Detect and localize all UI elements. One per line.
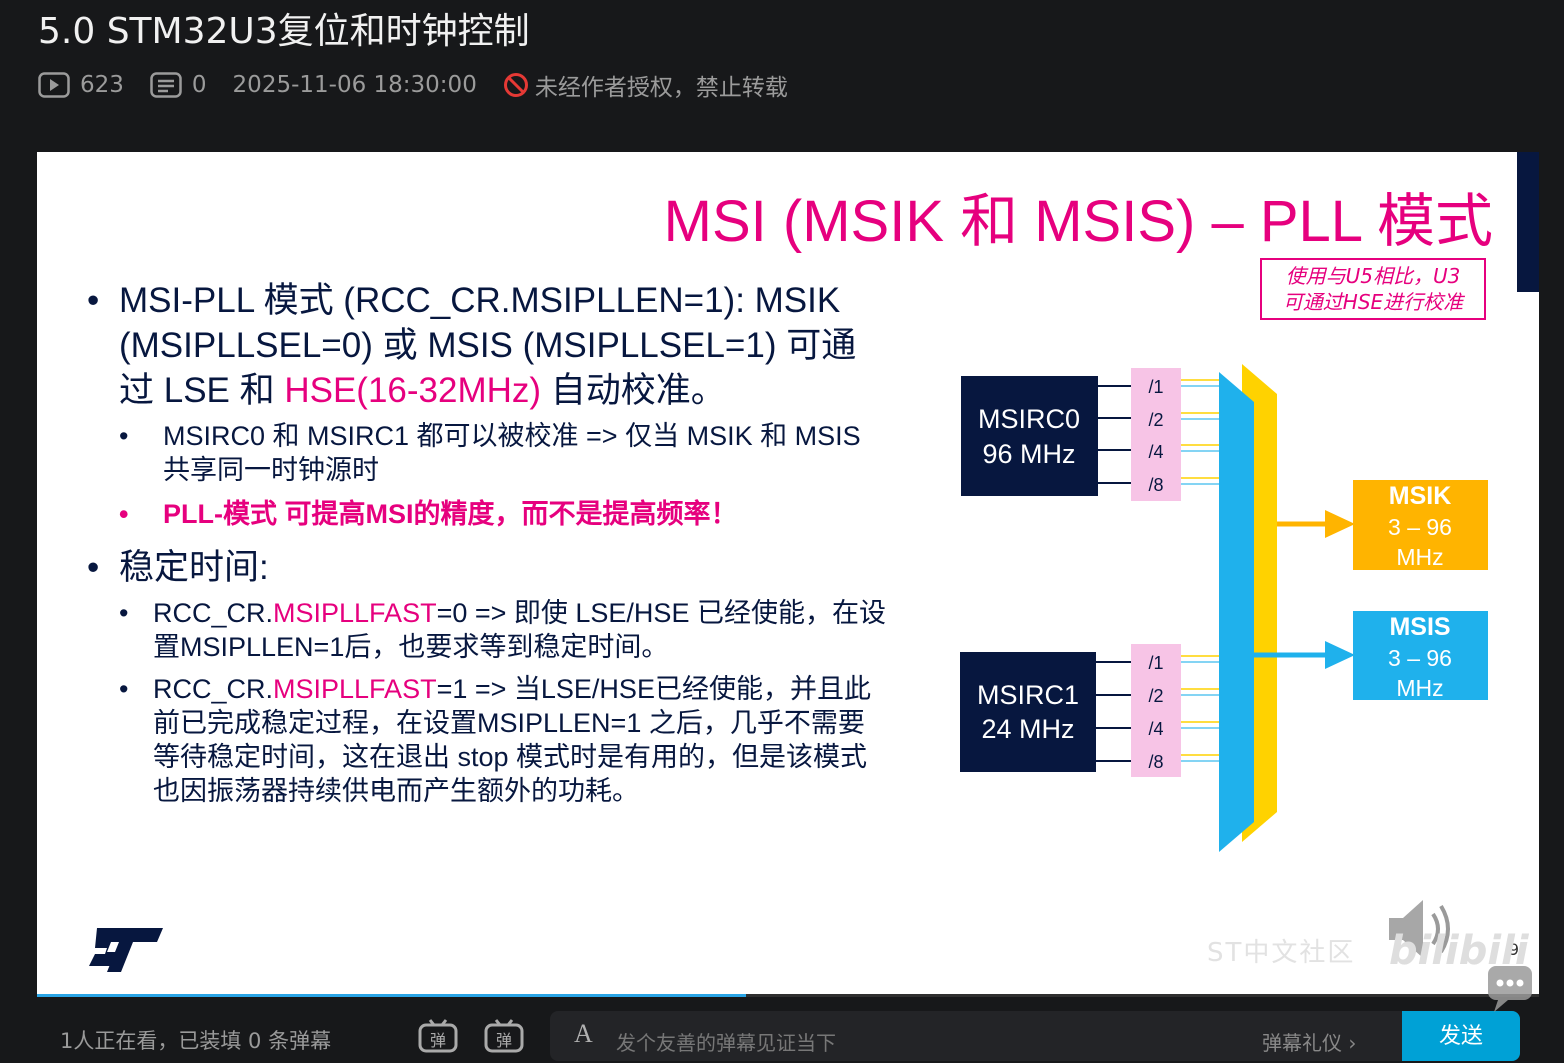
msirc0-freq: 96 MHz xyxy=(982,439,1075,469)
danmaku-toggle-label: 弹 xyxy=(430,1031,446,1050)
fast0-pre: RCC_CR. xyxy=(153,598,274,628)
slide-page-number: 9 xyxy=(1508,940,1519,959)
progress-bar[interactable] xyxy=(37,994,1539,997)
danmaku-count: 0 xyxy=(150,72,207,98)
progress-fill xyxy=(37,994,746,997)
slide-note-line-1: 使用与U5相比，U3 xyxy=(1285,264,1461,288)
div-bot-1: /1 xyxy=(1148,653,1163,673)
bullet-msi-pll: MSI-PLL 模式 (RCC_CR.MSIPLLEN=1): MSIK (MS… xyxy=(87,278,887,413)
video-title: 5.0 STM32U3复位和时钟控制 xyxy=(38,11,530,52)
div-bot-4: /4 xyxy=(1148,719,1163,739)
danmaku-input[interactable]: A 发个友善的弹幕见证当下 弹幕礼仪 › 发送 xyxy=(550,1011,1520,1061)
danmaku-placeholder: 发个友善的弹幕见证当下 xyxy=(616,1031,836,1055)
msis-range: 3 – 96 xyxy=(1388,645,1452,671)
msi-pll-diagram: MSIRC0 96 MHz MSIRC1 24 MHz /1 /2 /4 /8 … xyxy=(960,364,1488,852)
video-frame[interactable]: MSI (MSIK 和 MSIS) – PLL 模式 使用与U5相比，U3 可通… xyxy=(37,152,1539,995)
sub-bullet-fast1: RCC_CR.MSIPLLFAST=1 => 当LSE/HSE已经使能，并且此前… xyxy=(87,672,887,808)
copyright-text: 未经作者授权，禁止转载 xyxy=(534,75,788,101)
msirc0-label: MSIRC0 xyxy=(978,404,1080,434)
div-top-1: /1 xyxy=(1148,377,1163,397)
video-meta: 623 0 2025-11-06 18:30:00 未经作者授权，禁止转载 xyxy=(38,68,814,102)
divider-block-bottom xyxy=(1131,644,1181,777)
divider-block-top xyxy=(1131,368,1181,501)
bullet-msi-pll-text: MSI-PLL 模式 (RCC_CR.MSIPLLEN=1): MSIK (MS… xyxy=(119,281,857,410)
fast1-pre: RCC_CR. xyxy=(153,674,274,704)
danmaku-toggle-icon[interactable]: 弹 xyxy=(418,1019,458,1053)
fast0-hl: MSIPLLFAST xyxy=(273,598,437,628)
publish-datetime: 2025-11-06 18:30:00 xyxy=(233,72,477,98)
slide-body: MSI-PLL 模式 (RCC_CR.MSIPLLEN=1): MSIK (MS… xyxy=(87,278,887,808)
fast1-hl: MSIPLLFAST xyxy=(273,674,437,704)
slide-accent-bar xyxy=(1517,152,1539,292)
fast1-post: =1 => 当LSE/HSE已经使能，并且此前已完成稳定过程，在设置MSIPLL… xyxy=(153,674,871,806)
play-count-value: 623 xyxy=(80,72,124,98)
div-bot-8: /8 xyxy=(1148,752,1163,772)
speaker-icon[interactable] xyxy=(1383,894,1463,964)
msirc1-block xyxy=(960,652,1096,772)
msirc0-block xyxy=(961,376,1098,496)
msik-label: MSIK xyxy=(1389,482,1452,510)
msik-unit: MHz xyxy=(1396,544,1443,570)
play-icon xyxy=(38,72,70,98)
danmaku-etiquette-link[interactable]: 弹幕礼仪 › xyxy=(1262,1031,1357,1055)
msis-label: MSIS xyxy=(1389,613,1450,641)
forbidden-icon xyxy=(503,73,528,97)
msirc1-label: MSIRC1 xyxy=(977,680,1079,710)
danmaku-settings-label: 弹 xyxy=(496,1031,512,1050)
hse-highlight: HSE(16-32MHz) xyxy=(284,371,542,410)
msis-block xyxy=(1353,611,1488,700)
danmaku-count-value: 0 xyxy=(191,72,207,98)
bullet-stable-time: 稳定时间: xyxy=(87,545,887,590)
player-bottom-bar: 1人正在看，已装填 0 条弹幕 弹 弹 A 发个友善的弹幕见证当下 弹幕礼仪 ›… xyxy=(0,997,1564,1061)
sub-bullet-emphasis: PLL-模式 可提高MSI的精度，而不是提高频率！ xyxy=(87,497,887,531)
msis-mux xyxy=(1219,372,1254,852)
msik-block xyxy=(1353,480,1488,570)
sub-bullet-msirc: MSIRC0 和 MSIRC1 都可以被校准 => 仅当 MSIK 和 MSIS… xyxy=(87,419,887,487)
font-style-icon[interactable]: A xyxy=(574,1019,593,1048)
slide-note: 使用与U5相比，U3 可通过HSE进行校准 xyxy=(1260,258,1486,320)
msirc1-freq: 24 MHz xyxy=(981,714,1074,744)
sub-bullet-fast0: RCC_CR.MSIPLLFAST=0 => 即使 LSE/HSE 已经使能，在… xyxy=(87,596,887,664)
msis-unit: MHz xyxy=(1396,675,1443,701)
msik-arrow xyxy=(1325,510,1355,538)
fast0-post: =0 => 即使 LSE/HSE 已经使能，在设置MSIPLLEN=1后，也要求… xyxy=(153,598,886,662)
danmaku-settings-icon[interactable]: 弹 xyxy=(484,1019,524,1053)
watermark-text: ST中文社区 xyxy=(1207,938,1356,968)
msis-arrow xyxy=(1325,641,1355,669)
send-button[interactable]: 发送 xyxy=(1402,1011,1520,1061)
div-top-4: /4 xyxy=(1148,442,1163,462)
play-count: 623 xyxy=(38,72,124,98)
viewer-status: 1人正在看，已装填 0 条弹幕 xyxy=(60,1029,332,1053)
copyright-notice: 未经作者授权，禁止转载 xyxy=(503,68,788,102)
publish-datetime-text: 2025-11-06 18:30:00 xyxy=(232,72,477,98)
msik-range: 3 – 96 xyxy=(1388,514,1452,540)
st-logo xyxy=(89,928,163,972)
div-top-8: /8 xyxy=(1148,475,1163,495)
chat-bubble-icon[interactable] xyxy=(1482,960,1538,1016)
div-bot-2: /2 xyxy=(1148,686,1163,706)
bullet-msi-pll-tail: 自动校准。 xyxy=(541,371,726,410)
div-top-2: /2 xyxy=(1148,410,1163,430)
danmaku-icon xyxy=(150,72,182,98)
slide-note-line-2: 可通过HSE进行校准 xyxy=(1282,290,1464,314)
slide-title: MSI (MSIK 和 MSIS) – PLL 模式 xyxy=(663,189,1493,254)
